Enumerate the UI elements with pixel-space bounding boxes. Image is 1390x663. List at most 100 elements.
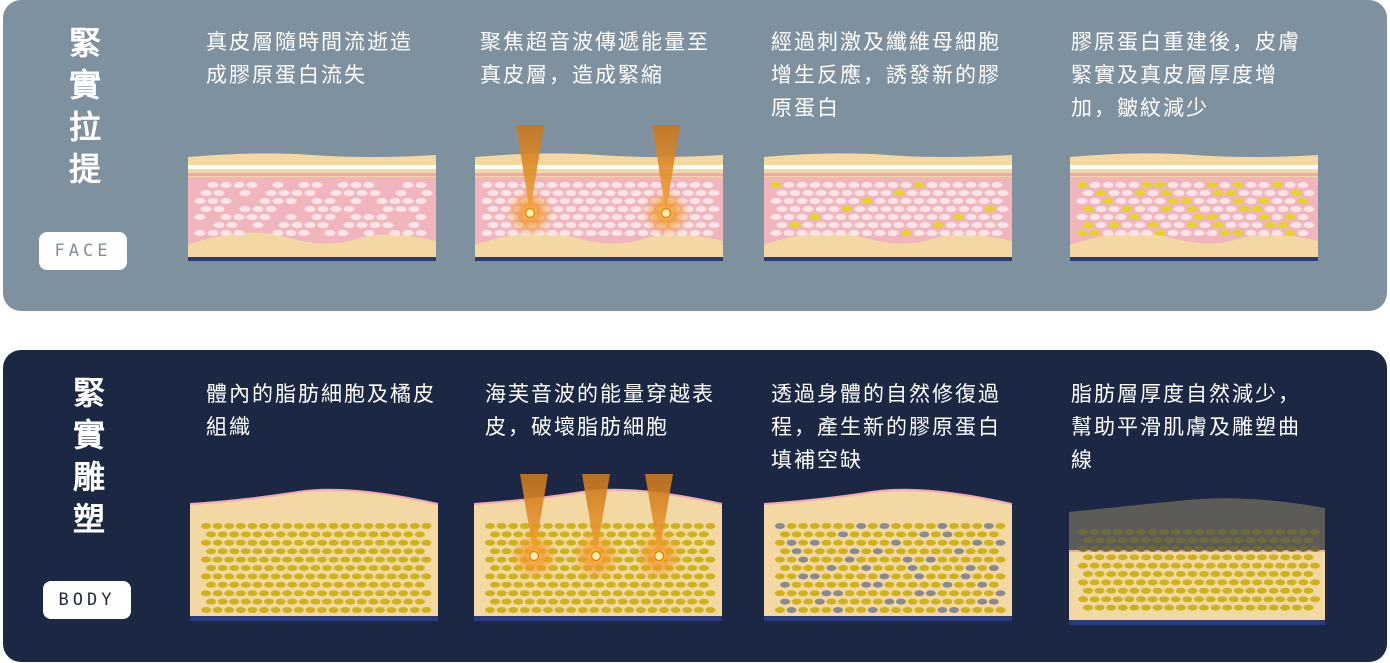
- fat-cell: [930, 548, 941, 555]
- fat-cell: [282, 556, 293, 563]
- fat-cell: [907, 581, 918, 588]
- fat-cell: [351, 539, 362, 546]
- fat-cell: [519, 523, 530, 529]
- face-title: 緊實拉提: [68, 24, 101, 188]
- fat-cell: [937, 607, 948, 613]
- fat-cell: [548, 531, 558, 538]
- collagen-cell: [565, 206, 577, 212]
- face-skin-illustration-2: [475, 125, 723, 261]
- collagen-cell: [1277, 206, 1289, 212]
- fat-cell: [1298, 562, 1309, 569]
- fat-cell: [601, 590, 611, 597]
- collagen-cell: [906, 206, 918, 212]
- collagen-cell: [200, 190, 212, 196]
- fat-cell: [322, 565, 332, 571]
- fat-cell: [693, 590, 704, 597]
- fat-cell: [403, 548, 414, 555]
- collagen-cell: [1271, 230, 1283, 236]
- fat-cell: [298, 581, 309, 588]
- fat-cell: [664, 581, 674, 588]
- fat-cell: [235, 607, 246, 613]
- collagen-cell: [919, 190, 931, 196]
- fat-cell: [1268, 571, 1279, 577]
- collagen-cell: [809, 182, 821, 188]
- fat-cell: [1124, 562, 1135, 569]
- fat-cell: [1147, 579, 1158, 586]
- energy-beam: [582, 474, 610, 556]
- collagen-cell: [991, 182, 1003, 188]
- collagen-cell: [809, 214, 821, 220]
- fat-cell: [217, 598, 228, 605]
- collagen-cell: [939, 230, 951, 236]
- fat-cell: [1199, 604, 1209, 611]
- fat-cell: [305, 556, 316, 563]
- collagen-cell: [900, 182, 912, 188]
- fat-cell: [414, 581, 425, 588]
- epidermis-line: [1070, 173, 1318, 176]
- collagen-cell: [1271, 198, 1283, 204]
- fat-cell: [791, 565, 802, 571]
- body-fat-illustration-3: [763, 488, 1013, 621]
- fat-cell: [340, 607, 351, 613]
- fat-cell: [1310, 529, 1320, 535]
- fat-cell: [780, 531, 790, 538]
- fat-cell: [838, 548, 848, 555]
- fat-cell: [907, 531, 918, 538]
- collagen-cell: [1089, 198, 1101, 204]
- fat-cell: [972, 573, 983, 580]
- fat-cell: [1124, 545, 1135, 552]
- collagen-cell: [591, 206, 603, 212]
- fat-cell: [496, 573, 507, 580]
- collagen-cell: [546, 230, 558, 236]
- fat-cell: [501, 531, 512, 538]
- fat-cell: [212, 573, 223, 580]
- fat-cell: [988, 565, 999, 571]
- fat-cell: [1280, 604, 1291, 611]
- fat-cell: [508, 590, 519, 597]
- collagen-cell: [1238, 190, 1250, 196]
- fat-cell: [340, 539, 351, 546]
- fat-cell: [317, 556, 327, 563]
- fat-cell: [345, 531, 356, 538]
- fat-cell: [629, 581, 640, 588]
- collagen-cell: [880, 206, 892, 212]
- collagen-cell: [809, 198, 821, 204]
- fat-cell: [1217, 562, 1228, 569]
- fat-cell: [554, 573, 565, 580]
- fat-cell: [856, 607, 867, 613]
- collagen-cell: [887, 198, 899, 204]
- fat-cell: [513, 531, 524, 538]
- fat-cell: [652, 598, 663, 605]
- fat-cell: [224, 556, 235, 563]
- fat-cell: [872, 565, 883, 571]
- collagen-cell: [1186, 222, 1198, 228]
- fat-cell: [240, 581, 251, 588]
- fat-cell: [833, 523, 843, 529]
- collagen-cell: [708, 206, 720, 212]
- fat-cell: [983, 590, 994, 597]
- fat-cell: [1280, 537, 1291, 544]
- collagen-cell: [939, 214, 951, 220]
- collagen-cell: [1264, 222, 1276, 228]
- fat-cell: [1222, 554, 1233, 561]
- collagen-cell: [617, 206, 629, 212]
- fat-cell: [1240, 579, 1251, 586]
- collagen-cell: [861, 214, 873, 220]
- fat-cell: [682, 539, 693, 546]
- collagen-cell: [1160, 222, 1172, 228]
- fat-cell: [317, 539, 327, 546]
- fat-cell: [977, 598, 988, 605]
- fat-cell: [937, 539, 948, 546]
- fat-cell: [490, 565, 500, 571]
- fat-cell: [1257, 554, 1267, 561]
- fat-cell: [786, 573, 797, 580]
- fat-cell: [571, 598, 582, 605]
- collagen-cell: [822, 214, 834, 220]
- fat-cell: [1263, 529, 1274, 535]
- collagen-cell: [1154, 230, 1166, 236]
- fat-cell: [293, 556, 304, 563]
- body-title: 緊實雕塑: [72, 374, 105, 538]
- fat-cell: [508, 573, 519, 580]
- fat-cell: [1182, 562, 1193, 569]
- fat-cell: [919, 565, 930, 571]
